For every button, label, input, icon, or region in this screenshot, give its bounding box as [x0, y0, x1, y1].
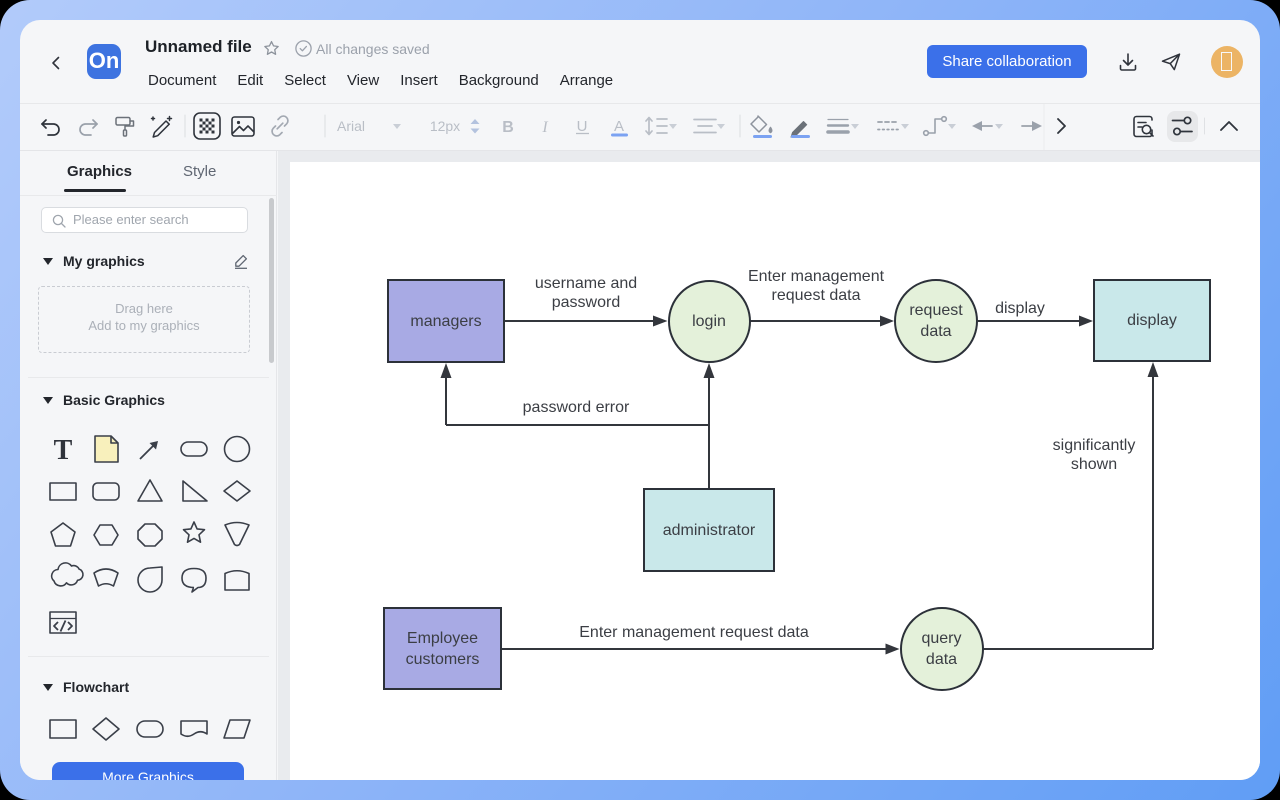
svg-text:U: U	[577, 118, 588, 135]
svg-text:A: A	[614, 118, 624, 135]
svg-text:I: I	[541, 119, 548, 136]
svg-text:12px: 12px	[430, 118, 460, 134]
svg-text:T: T	[54, 435, 73, 466]
svg-text:B: B	[502, 119, 514, 136]
svg-text:Arial: Arial	[337, 118, 365, 134]
